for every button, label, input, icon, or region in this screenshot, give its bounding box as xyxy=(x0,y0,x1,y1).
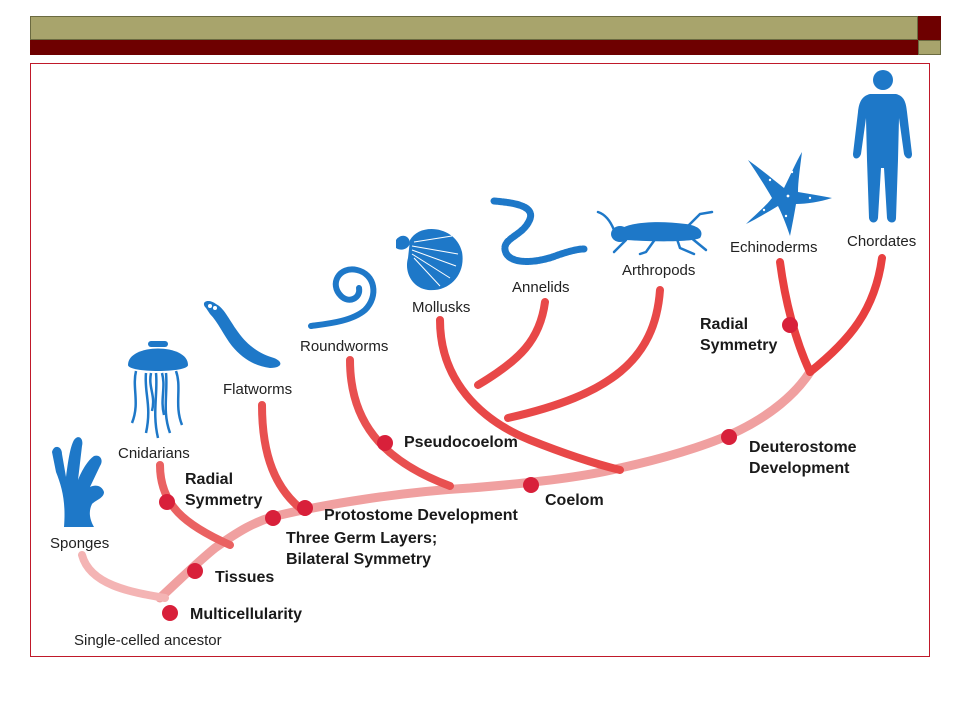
trait-radial-symmetry-line2: Symmetry xyxy=(185,492,263,509)
node-three-germ-layers xyxy=(265,510,281,526)
branch-mollusks xyxy=(436,316,624,474)
trait-multicellularity: Multicellularity xyxy=(190,606,303,623)
label-ancestor: Single-celled ancestor xyxy=(74,632,222,649)
node-multicellularity xyxy=(162,605,178,621)
node-deuterostome xyxy=(721,429,737,445)
trait-pseudocoelom: Pseudocoelom xyxy=(404,434,518,451)
label-flatworms: Flatworms xyxy=(223,381,293,398)
node-protostome xyxy=(297,500,313,516)
trait-coelom: Coelom xyxy=(545,492,604,509)
grasshopper-icon xyxy=(596,210,714,256)
clam-icon xyxy=(396,228,463,291)
label-echinoderms: Echinoderms xyxy=(730,239,818,256)
branch-trunk xyxy=(155,367,815,603)
trait-three-germ-layers-line2: Bilateral Symmetry xyxy=(286,551,431,568)
branch-chordates xyxy=(806,254,886,376)
diagram-frame xyxy=(30,63,930,657)
trait-deuterostome-line2: Development xyxy=(749,460,850,477)
label-roundworms: Roundworms xyxy=(300,338,389,355)
branch-arthropods xyxy=(504,286,664,422)
node-coelom xyxy=(523,477,539,493)
label-annelids: Annelids xyxy=(512,279,570,296)
annelid-worm-icon xyxy=(490,197,588,265)
trait-three-germ-layers-line1: Three Germ Layers; xyxy=(286,530,438,547)
header-bar-bottom xyxy=(30,40,918,55)
starfish-icon xyxy=(746,152,832,236)
node-radial-symmetry xyxy=(159,494,175,510)
trait-deuterostome-line1: Deuterostome xyxy=(749,439,857,456)
jellyfish-icon xyxy=(128,341,188,439)
node-tissues xyxy=(187,563,203,579)
sponge-icon xyxy=(52,437,104,527)
label-cnidarians: Cnidarians xyxy=(118,445,190,462)
roundworm-icon xyxy=(308,266,377,329)
header-corner-square-bottom xyxy=(918,40,941,55)
label-sponges: Sponges xyxy=(50,535,110,552)
branch-roundworms xyxy=(346,356,454,490)
branch-cnidarians xyxy=(156,461,234,549)
branch-flatworms xyxy=(258,401,309,516)
branch-annelids xyxy=(474,298,549,389)
node-pseudocoelom xyxy=(377,435,393,451)
header-corner-square-top xyxy=(918,16,941,40)
label-chordates: Chordates xyxy=(847,233,917,250)
trait-radial-symmetry-echinoderms-line1: Radial xyxy=(700,316,749,333)
trait-radial-symmetry-line1: Radial xyxy=(185,471,234,488)
human-icon xyxy=(853,70,912,223)
trait-protostome-development: Protostome Development xyxy=(324,507,518,524)
branch-echinoderms xyxy=(776,258,814,376)
node-radial-symmetry-echinoderms xyxy=(782,317,798,333)
flatworm-icon xyxy=(203,301,281,368)
trait-tissues: Tissues xyxy=(215,569,275,586)
header-bar-top xyxy=(30,16,918,40)
label-mollusks: Mollusks xyxy=(412,299,471,316)
branch-sponges xyxy=(78,551,169,602)
label-arthropods: Arthropods xyxy=(622,262,696,279)
trait-radial-symmetry-echinoderms-line2: Symmetry xyxy=(700,337,778,354)
